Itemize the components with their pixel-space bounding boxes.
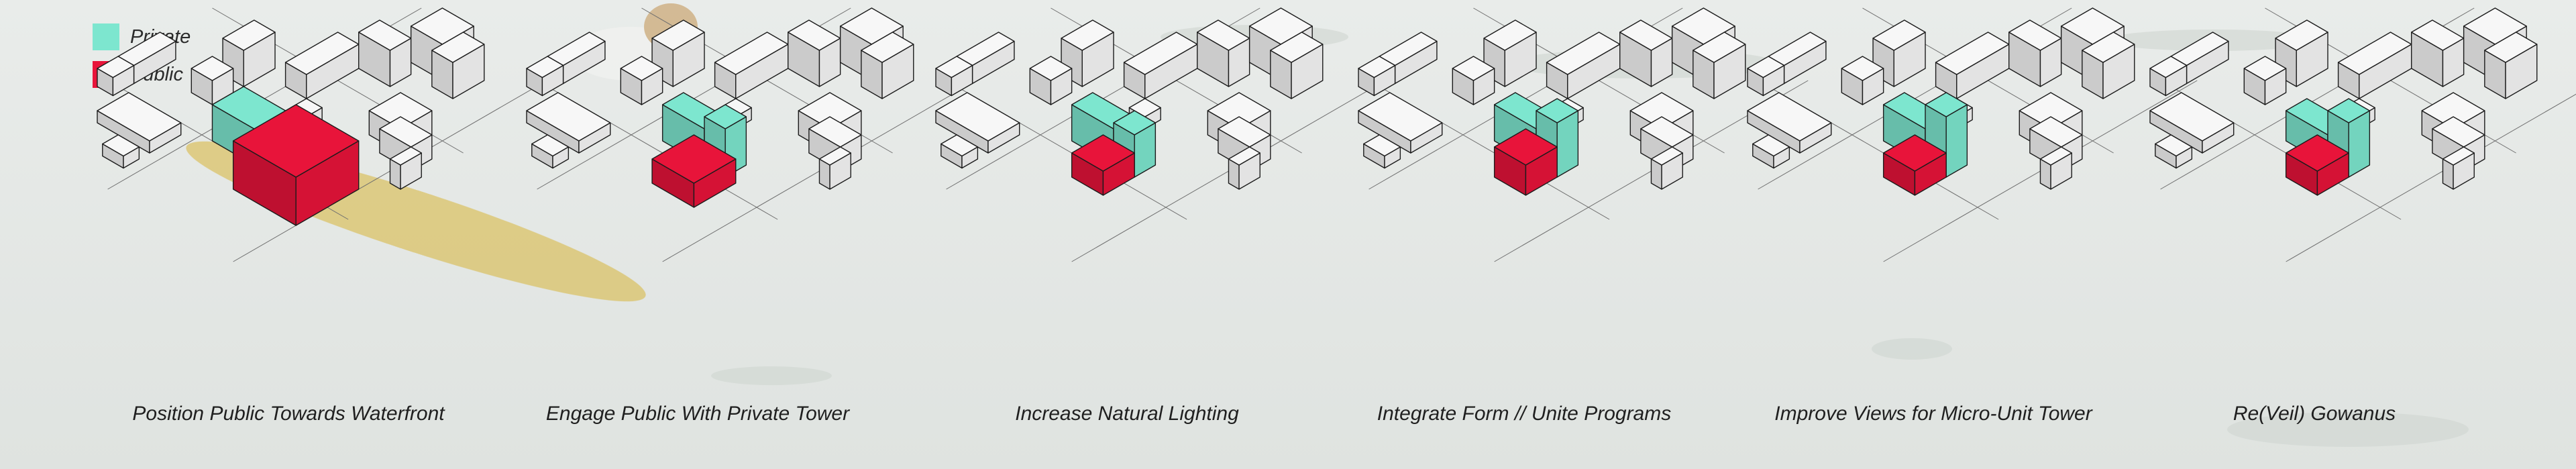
caption-step-2: Engage Public With Private Tower [496,403,899,425]
caption-step-4: Integrate Form // Unite Programs [1323,403,1725,425]
context-building [2150,56,2187,96]
massing-diagram-1 [74,60,490,376]
caption-step-1: Position Public Towards Waterfront [87,403,490,425]
context-building [97,56,134,96]
caption-step-3: Increase Natural Lighting [926,403,1328,425]
context-building [527,56,564,96]
massing-diagram-5 [1724,60,2140,376]
caption-step-6: Re(Veil) Gowanus [2113,403,2516,425]
massing-diagram-4 [1335,60,1751,376]
massing-diagram-3 [912,60,1328,376]
context-building [1748,56,1784,96]
massing-diagram-6 [2127,60,2542,376]
caption-step-5: Improve Views for Micro-Unit Tower [1732,403,2135,425]
massing-diagram-2 [503,60,919,376]
context-building [1358,56,1395,96]
private-swatch [93,23,119,50]
context-building [936,56,973,96]
